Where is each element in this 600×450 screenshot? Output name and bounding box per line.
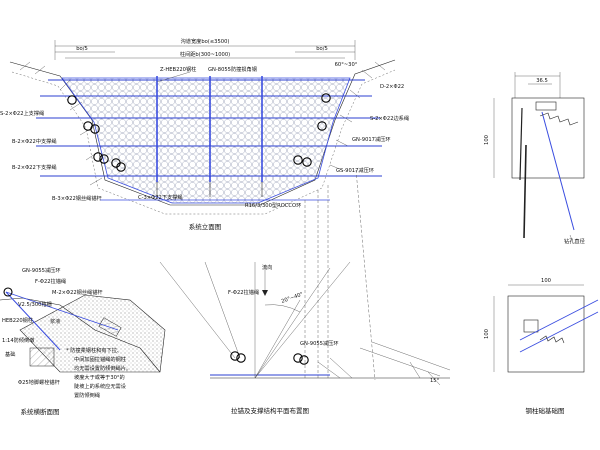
brake-ring [90,124,100,134]
brake-ring [67,95,77,105]
brake-ring [93,152,103,162]
plan-view-title: 拉锚及支撑结构平面布置图 [231,406,309,415]
angle-arc [264,304,301,313]
width-dim-label: 沟道宽度bo(≤3500) [181,37,230,45]
base-dim-top: 100 [541,278,551,284]
diagonal-cable [519,299,599,341]
anchor-cable [5,291,119,331]
cs-label-4: V2.5/300格栅 [18,300,52,308]
cross-section-title: 系统横断面图 [21,407,60,416]
post-top-detail: 36.5 100 钻孔直径 [484,72,585,245]
soil-mass [19,294,166,373]
brake-ring [236,353,246,363]
left-label-1: S-2×Φ22上支撑绳 [0,109,44,117]
anchor-ray [254,267,331,379]
brake-ring [321,93,331,103]
cs-label-3: M-2×Φ22钢丝绳锚杆 [52,288,103,296]
brake-ring [302,157,312,167]
base-plate [511,97,585,179]
cs-label-8: 基础 [5,350,15,358]
note-line-5: 陡坡上的系统应无需设 [74,382,126,390]
bottom-label-2: R16/3/300型ROCCO环 [245,201,301,209]
right-label-1: D-2×Φ22 [380,84,404,90]
post-base-title: 钢柱础基础图 [526,406,565,415]
anchor-block [98,317,122,337]
note-line-2: 中间加固拉锚绳的钢柱 [74,355,126,363]
note-line-6: 置防倾倒绳 [74,391,100,399]
post-leader [156,71,191,83]
post-footprint [523,319,539,333]
spring-coil [539,335,565,344]
anchor-label: F-Φ22拉锚绳 [228,288,259,296]
brake-ring [293,353,303,363]
ring-label: GN-9055减压环 [300,339,339,347]
note-line-4: 坡度大于或等于30°的 [74,373,125,381]
flow-arrow-head [262,290,268,296]
cs-label-6: 1:14防倾倒墩 [2,336,35,344]
brake-ring [293,155,303,165]
brake-rings-right [293,93,331,167]
foundation [29,347,55,367]
brake-ring [3,287,13,297]
brake-ring [99,154,109,164]
cs-label-5: HEB220钢柱 [2,316,33,324]
flow-label: 流向 [262,263,272,271]
front-view-title: 系统立面图 [189,222,222,231]
note-line-3: 均无需设置防倾倒绳片。 [74,364,131,372]
anchor-ray [254,261,351,379]
post-label: Z-HEB220钢柱 [160,65,196,73]
base-dim-side: 100 [484,329,490,339]
slope-line [0,297,161,373]
left-label-4: B-3×Φ22钢丝绳锚杆 [52,194,102,202]
left-label-2: B-2×Φ22中支撑绳 [12,137,57,145]
post-line [5,291,61,351]
cs-label-2: F-Φ22拉锚绳 [35,277,66,285]
anchor-bolt [519,107,523,181]
left-label-3: B-2×Φ22下支撑绳 [12,163,57,171]
note-line-1: * 防撞柔钢柱和有下拉、 [66,346,122,354]
top-dim-label: 36.5 [536,78,548,84]
right-label-4: GS-9017减压环 [336,166,374,174]
base-plate [507,295,585,373]
brake-rings-left [67,95,126,172]
diagonal-cable [519,311,599,353]
small-angle-label: 15° [430,378,440,384]
side-dim-label: 100 [484,135,490,145]
front-view: 沟道宽度bo(≤3500) 柱间距b(300~1000) bo/5 bo/5 6… [0,37,409,381]
right-dim-label: bo/5 [316,46,328,52]
angle-label: 20°~40° [281,291,305,305]
left-dim-label: bo/5 [76,46,88,52]
spacing-dim-label: 柱间距b(300~1000) [180,50,230,58]
anchor-ray [204,261,241,359]
spring-coil [539,112,579,126]
post-head [535,101,557,111]
brake-ring [116,162,126,172]
cs-label-7: 浆液 [50,317,60,325]
leader [569,234,573,241]
cross-section: GN-9055减压环 F-Φ22拉锚绳 M-2×Φ22钢丝绳锚杆 V2.5/30… [0,266,166,416]
cs-note: * 防撞柔钢柱和有下拉、 中间加固拉锚绳的钢柱 均无需设置防倾倒绳片。 坡度大于… [66,346,131,399]
brake-ring [230,351,240,361]
right-label-2: S-2×Φ22边系绳 [370,114,409,122]
plan-view: 流向 F-Φ22拉锚绳 20°~40° GN-9055减压环 15° 拉锚及支撑… [159,261,451,415]
bottom-label-1: C-3×Φ22下支撑绳 [138,193,183,201]
ravine-ground-inner [11,69,396,215]
cs-label-1: GN-9055减压环 [22,266,61,274]
projection-line [355,169,376,381]
anchor-rod [523,144,527,239]
anchor-ray [254,299,301,379]
angle-dim-label: 60°~30° [335,62,358,68]
right-label-3: GN-9017减压环 [352,135,391,143]
diagonal-rod [541,111,575,231]
drill-label: 钻孔直径 [564,237,585,245]
brake-ring [299,355,309,365]
ring-net [61,77,351,204]
post-base-detail: 100 100 钢柱础基础图 [484,278,599,415]
brake-ring [317,121,327,131]
plan-slope-hatch [317,341,451,386]
cs-label-9: Φ25地脚螺栓锚杆 [18,378,60,386]
anchor-ray [159,261,236,359]
ring-type-label: GN-8055防撞损角钢 [208,65,257,73]
